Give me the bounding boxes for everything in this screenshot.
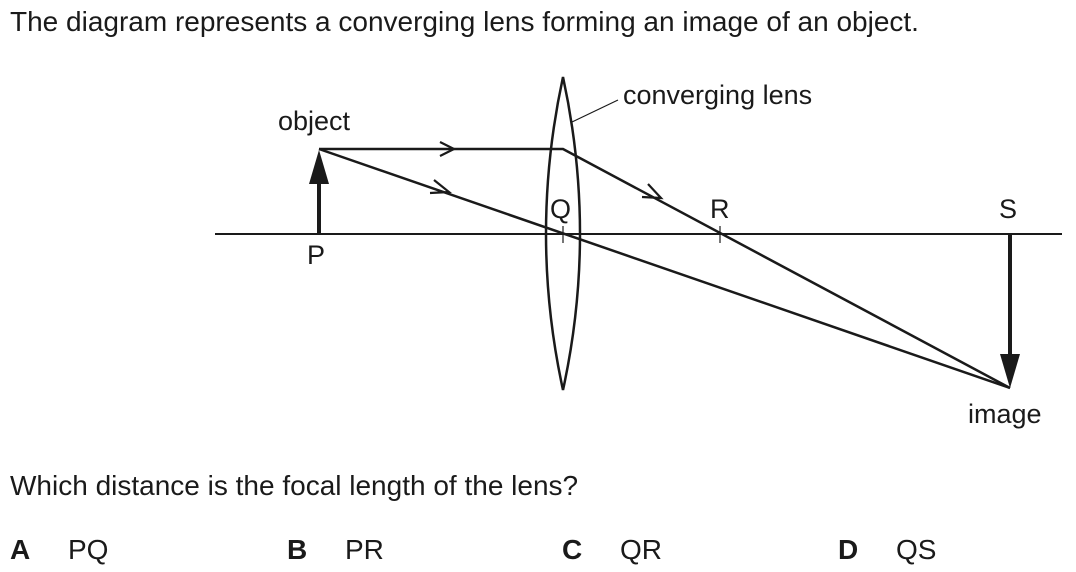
- point-r-label: R: [710, 194, 730, 224]
- central-ray: [318, 147, 1011, 390]
- option-c[interactable]: C QR: [562, 534, 662, 566]
- option-b[interactable]: B PR: [287, 534, 384, 566]
- option-a-text: PQ: [68, 534, 109, 565]
- ray-arrow-chevron-3: [641, 183, 664, 200]
- option-d[interactable]: D QS: [838, 534, 936, 566]
- option-a-letter: A: [10, 534, 31, 565]
- ray-arrow-chevron-1: [439, 141, 457, 157]
- option-b-letter: B: [287, 534, 308, 565]
- lens-label-leader: [571, 99, 619, 123]
- option-c-text: QR: [620, 534, 662, 565]
- option-d-text: QS: [896, 534, 937, 565]
- option-b-text: PR: [345, 534, 384, 565]
- option-a[interactable]: A PQ: [10, 534, 108, 566]
- point-p-label: P: [307, 240, 325, 270]
- object-arrow-head: [309, 150, 329, 184]
- lens-label: converging lens: [623, 80, 812, 110]
- object-label: object: [278, 106, 351, 136]
- converging-lens: [544, 76, 582, 391]
- intro-text: The diagram represents a converging lens…: [10, 6, 919, 37]
- option-d-letter: D: [838, 534, 859, 565]
- image-label: image: [968, 399, 1042, 429]
- ray-arrow-chevron-2: [429, 179, 452, 195]
- parallel-ray: [319, 147, 1011, 390]
- question-text: Which distance is the focal length of th…: [10, 470, 579, 501]
- point-s-label: S: [999, 194, 1017, 224]
- point-q-label: Q: [550, 194, 571, 224]
- image-arrow-head: [1000, 354, 1020, 388]
- option-c-letter: C: [562, 534, 583, 565]
